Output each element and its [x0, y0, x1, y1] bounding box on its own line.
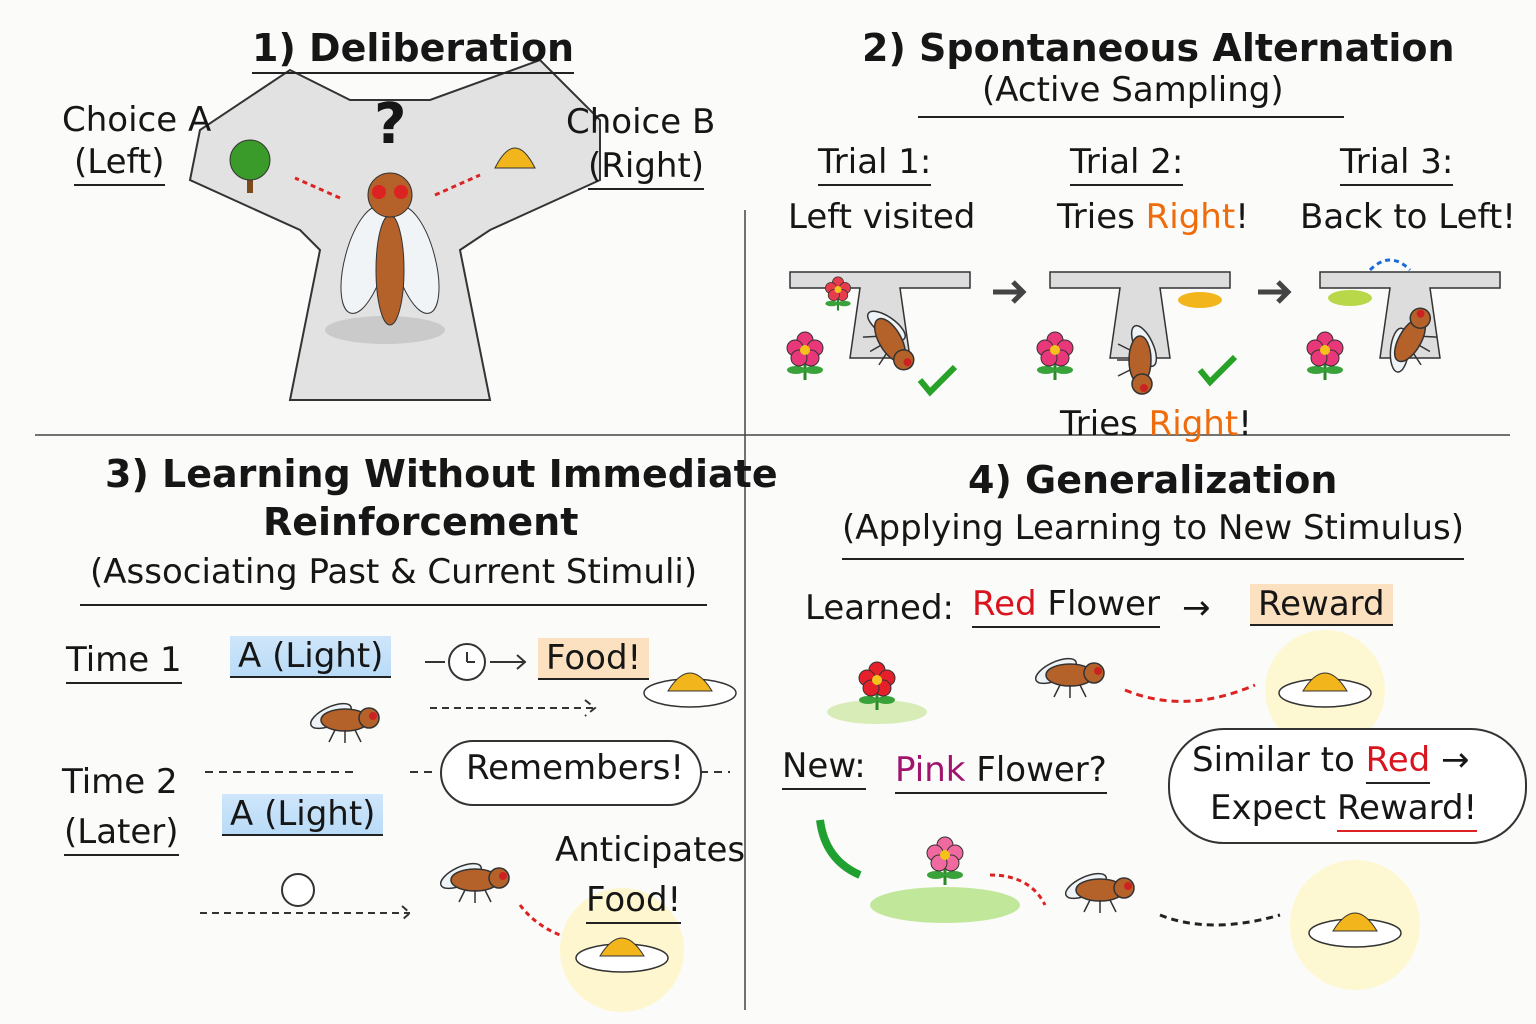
red-flower [857, 660, 897, 712]
tree-icon [229, 139, 271, 193]
panel4-title: 4) Generalization [968, 458, 1338, 502]
time2-label: Time 2 [62, 762, 178, 802]
panel1-title: 1) Deliberation [252, 26, 575, 74]
new-label: New: [782, 746, 866, 790]
stimulus1-label: A (Light) [230, 636, 392, 678]
stimulus2-label: A (Light) [222, 794, 384, 836]
bubble-line1: Similar to Red → [1192, 740, 1470, 784]
bubble-line2: Expect Reward! [1210, 788, 1478, 832]
trial-2-label: Trial 2: [1070, 142, 1184, 186]
panel3-subtitle: (Associating Past & Current Stimuli) [80, 552, 708, 606]
pink-flower [925, 835, 965, 887]
panel4-subtitle: (Applying Learning to New Stimulus) [842, 508, 1464, 560]
reward-label: Reward [1250, 584, 1393, 626]
trial-3-label: Trial 3: [1340, 142, 1454, 186]
learned-label: Learned: [805, 588, 954, 628]
fly-new [1061, 867, 1135, 914]
learned-arrow: → [1182, 588, 1211, 628]
anticipates-text: Anticipates [555, 830, 746, 870]
trial-1-scene [785, 271, 971, 397]
remembers-text: Remembers! [466, 748, 684, 788]
trial-2-scene [1035, 271, 1238, 395]
choice-a-side: (Left) [74, 142, 165, 186]
trial-3-scene [1305, 258, 1501, 385]
trial-2-caption: Tries Right! [1057, 197, 1249, 237]
time2-sub: (Later) [64, 812, 179, 856]
new-stimulus: Pink Flower? [895, 750, 1107, 794]
food-plate-1 [643, 672, 737, 708]
fly-learned [1031, 652, 1105, 699]
trial-1-caption: Left visited [788, 197, 976, 237]
learned-stimulus: Red Flower [972, 584, 1160, 628]
panel2-title: 2) Spontaneous Alternation [862, 26, 1455, 70]
choice-b-label: Choice B [566, 102, 716, 142]
similar-bubble [1168, 728, 1527, 844]
remembers-bubble [440, 740, 702, 806]
fly-time2 [436, 857, 510, 904]
fly-time1 [306, 697, 380, 744]
arrow-trial-1-2 [993, 280, 1027, 304]
panel3-title-line2: Reinforcement [263, 500, 579, 544]
choice-a-label: Choice A [62, 100, 212, 140]
panel2-subtitle: (Active Sampling) [918, 70, 1344, 118]
food-icon [494, 147, 536, 169]
alarm-clock-icon [281, 873, 315, 907]
choice-b-side: (Right) [588, 146, 705, 190]
food1-label: Food! [538, 638, 650, 680]
time1-label: Time 1 [66, 640, 182, 684]
green-arrow-icon [816, 819, 862, 879]
trial-3-caption: Back to Left! [1300, 197, 1516, 237]
trial-1-label: Trial 1: [818, 142, 932, 186]
food2-label: Food! [586, 880, 682, 924]
question-mark: ? [374, 92, 407, 157]
fly-center [340, 172, 440, 326]
panel3-title-line1: 3) Learning Without Immediate [105, 452, 778, 496]
trial-2-bottom-caption: Tries Right! [1060, 404, 1252, 444]
arrow-trial-2-3 [1258, 280, 1292, 304]
